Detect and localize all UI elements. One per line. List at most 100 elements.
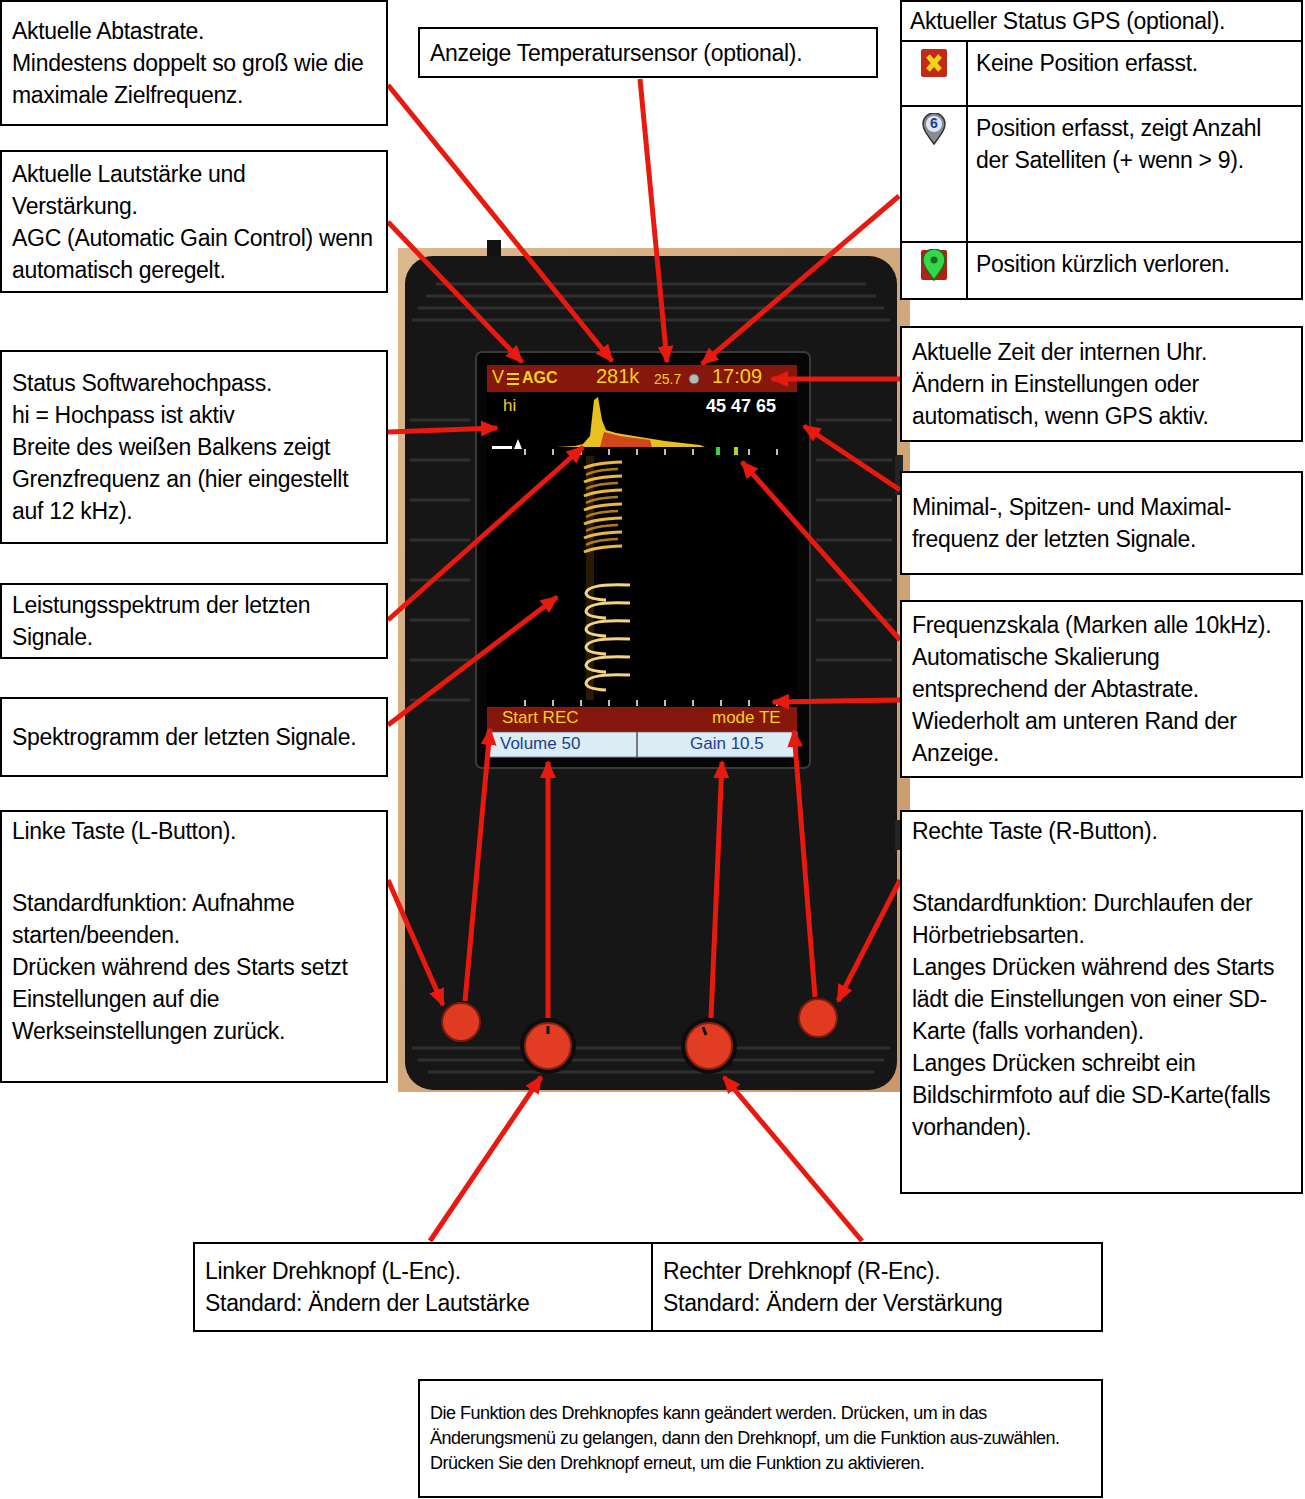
table-icon-cell [902, 243, 968, 298]
screen-sample-rate: 281k [596, 365, 639, 388]
callout-text: Langes Drücken während des Starts lädt d… [912, 951, 1291, 1047]
screen-volume-label: Volume 50 [500, 734, 580, 754]
table-text: Keine Position erfasst. [968, 42, 1301, 105]
leader-arrow [388, 222, 522, 362]
leader-arrow [772, 377, 900, 382]
callout-text: Breite des weißen Balkens zeigt Grenzfre… [12, 431, 376, 527]
screen-bezel [476, 352, 810, 768]
screen-gain-label: Gain 10.5 [690, 734, 764, 754]
callout-box: Linke Taste (L-Button).Standardfunktion:… [0, 810, 388, 1083]
right-encoder-knob [686, 1023, 732, 1069]
callout-text: Aktuelle Lautstärke und Verstärkung. [12, 158, 376, 222]
table-text: Position kürzlich verloren. [968, 243, 1301, 298]
callout-text: Rechte Taste (R-Button). [912, 815, 1291, 847]
icon-background [921, 250, 947, 280]
leader-arrow [430, 1077, 541, 1241]
frequency-scale-ticks-bottom [525, 700, 777, 706]
callout-text: Rechter Drehknopf (R-Enc). [663, 1255, 1091, 1287]
table-icon-cell: 6 [902, 107, 968, 241]
screen-header-bar [487, 365, 797, 392]
power-spectrum [556, 397, 705, 447]
side-button [895, 820, 903, 850]
gps-none-icon [920, 48, 948, 80]
callout-box: Rechter Drehknopf (R-Enc).Standard: Ände… [651, 1242, 1103, 1332]
icon-cross [928, 56, 940, 70]
callout-box: Minimal-, Spitzen- und Maximal-frequenz … [900, 471, 1303, 575]
right-encoder-ring [681, 1018, 737, 1074]
screen-temperature: 25.7 [654, 371, 681, 387]
leader-arrow [773, 700, 900, 702]
callout-box: Aktuelle Zeit der internen Uhr.Ändern in… [900, 326, 1303, 442]
photo-background [398, 248, 910, 1092]
callout-box: Linker Drehknopf (L-Enc).Standard: Änder… [193, 1242, 653, 1332]
callout-text: hi = Hochpass ist aktiv [12, 399, 376, 431]
callout-text: Standard: Ändern der Verstärkung [663, 1287, 1091, 1319]
leader-arrow [388, 447, 583, 620]
gps-fix-icon [920, 113, 948, 145]
frequency-marker [734, 447, 738, 455]
leader-arrow [388, 597, 557, 725]
spectrogram-calls [586, 469, 618, 545]
screen-clock: 17:09 [712, 365, 762, 388]
callout-text: Minimal-, Spitzen- und Maximal-frequenz … [912, 491, 1291, 555]
callout-box: Leistungsspektrum der letzten Signale. [0, 583, 388, 659]
callout-text: Drücken während des Starts setzt Einstel… [12, 951, 376, 1047]
callout-text: AGC (Automatic Gain Control) wenn automa… [12, 222, 376, 286]
frequency-marker [716, 447, 720, 455]
leader-arrow [465, 729, 490, 1001]
icon-pin [923, 249, 945, 280]
leader-arrow [546, 762, 551, 1018]
callout-box: Frequenzskala (Marken alle 10kHz).Automa… [900, 600, 1303, 778]
callout-text: Standardfunktion: Aufnahme starten/beend… [12, 887, 376, 951]
callout-text: Linker Drehknopf (L-Enc). [205, 1255, 641, 1287]
left-encoder-pointer [547, 1026, 550, 1034]
callout-text: Standardfunktion: Durchlaufen der Hörbet… [912, 887, 1291, 951]
icon-background [921, 49, 947, 77]
leader-arrow [711, 762, 722, 1018]
screen-encoder-divider [636, 732, 638, 757]
table-icon-cell [902, 42, 968, 105]
leader-arrow [702, 196, 899, 364]
right-encoder-pointer [703, 1027, 706, 1035]
leader-arrow [388, 85, 612, 361]
callout-text: Ändern in Einstellungen oder automatisch… [912, 368, 1291, 432]
left-button [442, 1003, 480, 1041]
callout-text: Aktuelle Zeit der internen Uhr. [912, 336, 1291, 368]
right-button [799, 999, 837, 1037]
note-box: Die Funktion des Drehknopfes kann geände… [418, 1379, 1103, 1498]
callout-text: Leistungsspektrum der letzten Signale. [12, 589, 376, 653]
leader-arrow [388, 428, 497, 432]
screen-encoder-bar [487, 732, 797, 757]
leader-arrow [794, 731, 815, 997]
highpass-bar [492, 446, 512, 449]
callout-text: Mindestens doppelt so groß wie die maxim… [12, 47, 376, 111]
status-table: Aktueller Status GPS (optional).Keine Po… [900, 0, 1303, 300]
screen-highpass-status: hi [503, 396, 516, 416]
screen-record-label: Start REC [502, 708, 579, 728]
table-text: Position erfasst, zeigt Anzahl der Satel… [968, 107, 1301, 241]
table-row: Keine Position erfasst. [902, 42, 1301, 107]
spectrogram-calls [586, 585, 630, 690]
callout-text: Wiederholt am unteren Rand der Anzeige. [912, 705, 1291, 769]
screen-volume-indicator: V [492, 367, 504, 388]
volume-bar-icon [507, 374, 519, 384]
callout-box: Aktuelle Lautstärke und Verstärkung.AGC … [0, 150, 388, 293]
table-heading: Aktueller Status GPS (optional). [902, 2, 1301, 42]
leader-arrow [742, 462, 900, 640]
callout-text: Langes Drücken schreibt ein Bildschirmfo… [912, 1047, 1291, 1143]
frequency-scale-ticks [525, 449, 777, 455]
table-row: 6Position erfasst, zeigt Anzahl der Sate… [902, 107, 1301, 243]
left-encoder-ring [520, 1018, 576, 1074]
icon-pin [923, 113, 945, 144]
screen-button-bar [487, 707, 797, 731]
leader-arrow [640, 79, 667, 362]
leader-arrow [838, 880, 900, 1001]
callout-box: Aktuelle Abtastrate.Mindestens doppelt s… [0, 0, 388, 126]
leader-arrow [388, 880, 443, 1005]
callout-text: Standard: Ändern der Lautstärke [205, 1287, 641, 1319]
screen-frequency-readout: 45 47 65 [706, 396, 776, 417]
screen-mode-label: mode TE [712, 708, 781, 728]
